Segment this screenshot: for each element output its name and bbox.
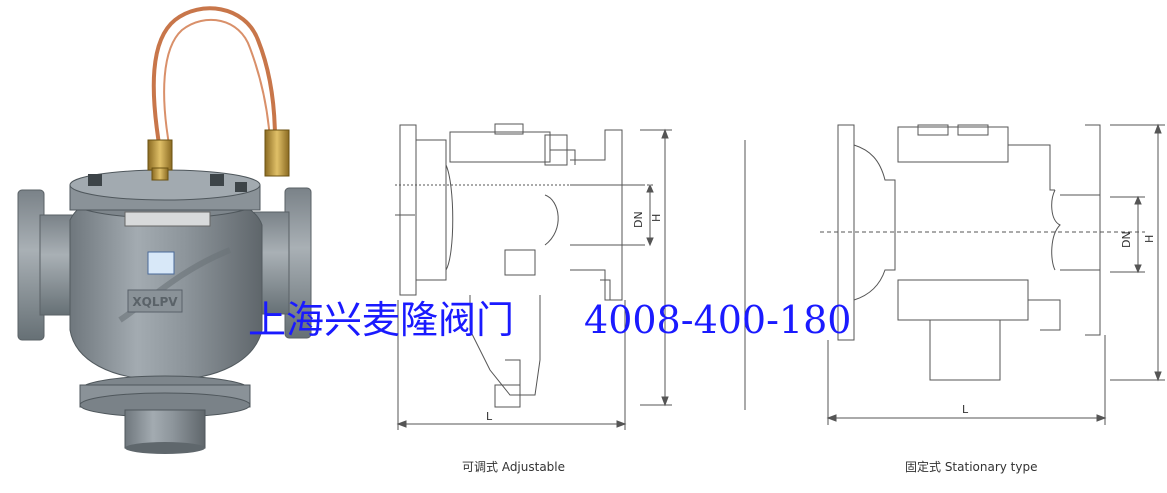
right-dim-DN: DN — [1120, 231, 1133, 248]
watermark-company: 上海兴麦隆阀门 — [248, 298, 515, 342]
label-sticker — [147, 251, 175, 275]
left-dim-DN: DN — [632, 211, 645, 228]
drawing-adjustable — [395, 123, 672, 430]
brass-fitting-left — [147, 139, 173, 171]
left-dim-L: L — [486, 410, 493, 423]
valve-photo: XQLPV — [17, 6, 312, 454]
right-dim-H: H — [1143, 235, 1156, 243]
drawing-stationary — [820, 123, 1165, 425]
caption-adjustable: 可调式 Adjustable — [462, 460, 566, 474]
caption-stationary: 固定式 Stationary type — [905, 460, 1038, 474]
right-dim-L: L — [962, 403, 969, 416]
left-dim-H: H — [650, 214, 663, 222]
brand-cast: XQLPV — [132, 295, 178, 309]
watermark-phone: 4008-400-180 — [584, 298, 852, 342]
brass-fitting-right — [264, 129, 290, 177]
copper-tube — [151, 6, 277, 151]
watermark: 上海兴麦隆阀门 4008-400-180 — [248, 289, 851, 344]
